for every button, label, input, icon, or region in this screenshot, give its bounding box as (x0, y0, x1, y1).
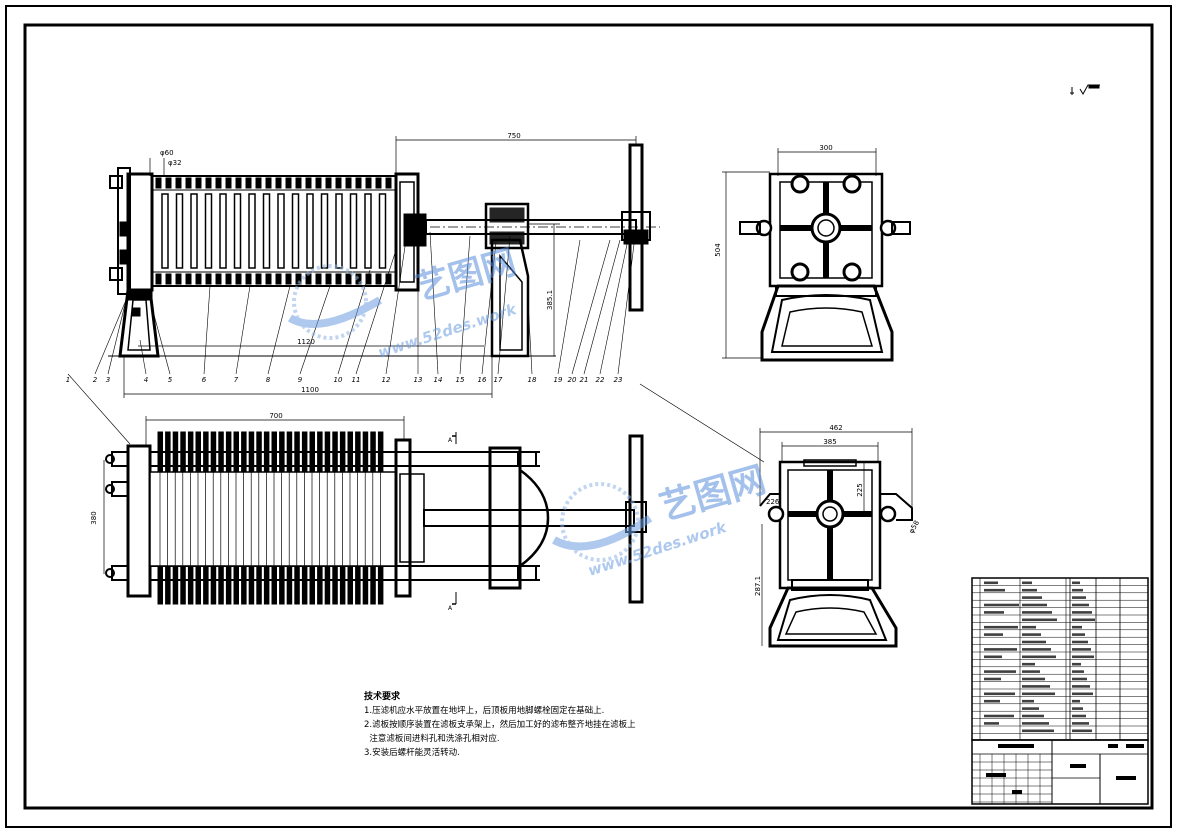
tech-req-item-3: 注意滤板间进料孔和洗涤孔相对应. (364, 734, 500, 744)
balloon-label: 17 (494, 376, 503, 384)
balloon-label: 18 (528, 376, 537, 384)
balloon-label: 7 (234, 376, 239, 384)
dim-base-length: 1100 (301, 386, 319, 394)
dim-end-width-inner: 385 (823, 438, 836, 446)
plan-view (105, 431, 647, 605)
balloon-label: 4 (144, 376, 148, 384)
dim-end-a: 225 (856, 483, 864, 496)
roughness-symbol-icon (1070, 84, 1100, 95)
side-view-dimensions (722, 148, 877, 359)
balloon-label: 14 (434, 376, 443, 384)
balloon-label: 8 (266, 376, 271, 384)
dim-side-width: 300 (819, 144, 832, 152)
watermark-brand: 艺图网 (411, 242, 520, 309)
parts-list-table (971, 577, 1149, 741)
balloon-label: 16 (478, 376, 487, 384)
watermark-url: www.52des.work (376, 300, 520, 362)
dim-plan-length: 700 (269, 412, 282, 420)
watermark-2: 艺图网 www.52des.work (552, 459, 770, 580)
leader-lines (67, 227, 637, 445)
balloon-label: 9 (298, 376, 303, 384)
tech-req-item-4: 3.安装后螺杆能灵活转动. (364, 748, 460, 758)
dim-top-overall: 750 (507, 132, 520, 140)
dim-end-width-outer: 462 (829, 424, 842, 432)
balloon-label: 3 (106, 376, 110, 384)
section-mark-top: A (448, 437, 453, 444)
side-view (739, 172, 911, 362)
balloon-label: 20 (568, 376, 577, 384)
dim-end-height: 287.1 (754, 576, 762, 596)
end-view-dimensions (639, 383, 913, 646)
balloon-label: 12 (382, 376, 391, 384)
front-view (108, 143, 660, 358)
dim-end-dia: φ58 (907, 519, 921, 535)
dim-end-b: 226 (766, 498, 780, 506)
balloon-label: 5 (168, 376, 173, 384)
balloon-label: 2 (93, 376, 98, 384)
front-view-dimensions (123, 136, 637, 398)
balloon-label: 21 (580, 376, 589, 384)
tech-req-item-1: 1.压滤机应水平放置在地坪上，后顶板用地脚螺栓固定在基础上. (364, 706, 605, 716)
balloon-label: 23 (614, 376, 623, 384)
balloon-label: 15 (456, 376, 465, 384)
outer-frame (5, 5, 1172, 828)
balloon-label: 13 (414, 376, 423, 384)
dim-dia-inner: φ32 (168, 159, 182, 167)
balloon-label: 6 (202, 376, 207, 384)
balloon-label: 22 (596, 376, 605, 384)
dim-dia-outer: φ60 (160, 149, 174, 157)
balloon-label: 19 (554, 376, 563, 384)
tech-req-item-2: 2.滤板按顺序装置在滤板支承架上，然后加工好的滤布整齐地挂在滤板上 (364, 720, 636, 730)
balloon-label: 1 (66, 376, 70, 384)
dim-side-height: 504 (714, 243, 722, 257)
watermark-url: www.52des.work (586, 518, 730, 580)
inner-frame (23, 23, 1154, 810)
watermark-brand: 艺图网 (655, 459, 770, 528)
dim-plan-width: 380 (90, 511, 98, 524)
section-mark-bottom: A (448, 605, 453, 612)
balloon-label: 10 (334, 376, 343, 384)
balloon-label: 11 (352, 376, 361, 384)
end-view (759, 459, 913, 648)
watermark-globe-icon (292, 264, 368, 340)
plan-view-dimensions (103, 416, 405, 574)
title-block (971, 739, 1149, 805)
dim-height-right: 385.1 (546, 290, 554, 310)
dim-inner-length: 1120 (297, 338, 315, 346)
tech-req-title: 技术要求 (364, 692, 401, 702)
technical-requirements: 技术要求 1.压滤机应水平放置在地坪上，后顶板用地脚螺栓固定在基础上. 2.滤板… (364, 690, 664, 760)
